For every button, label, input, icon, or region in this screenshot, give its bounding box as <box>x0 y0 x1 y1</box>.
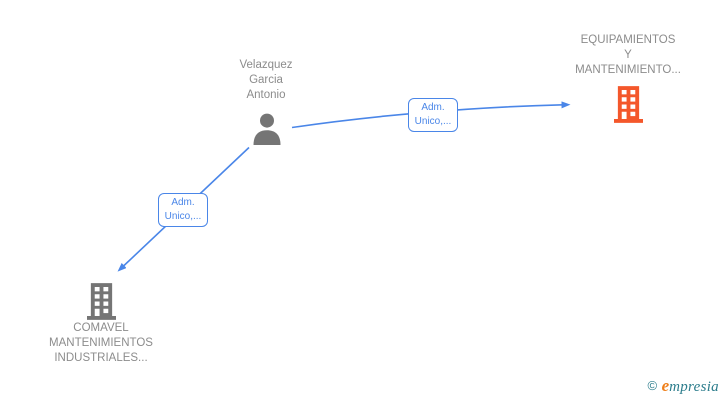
empresia-watermark: © empresia <box>648 376 719 396</box>
company-comavel-building-icon[interactable] <box>87 283 116 320</box>
company-comavel-line-2: MANTENIMIENTOS <box>49 337 153 349</box>
person-name-label[interactable]: Velazquez Garcia Antonio <box>191 58 341 103</box>
company-equipamientos-label[interactable]: EQUIPAMIENTOS Y MANTENIMIENTO... <box>553 33 703 78</box>
company-comavel-line-1: COMAVEL <box>73 322 129 334</box>
company-equipamientos-line-2: Y <box>624 49 632 61</box>
person-icon[interactable] <box>250 112 284 145</box>
brand-initial: e <box>661 376 670 395</box>
person-name-line-3: Antonio <box>246 89 286 101</box>
copyright-icon: © <box>647 378 658 393</box>
company-equipamientos-line-1: EQUIPAMIENTOS <box>580 34 676 46</box>
edge-label-line-2: Unico,... <box>164 211 202 222</box>
edge-label-line-1: Adm. <box>171 197 195 208</box>
person-name-line-1: Velazquez <box>239 59 293 71</box>
edge-label-line-2: Unico,... <box>414 116 452 127</box>
brand-rest: mpresia <box>669 379 719 395</box>
edge-label-adm-unico-equipamientos[interactable]: Adm. Unico,... <box>408 98 458 132</box>
edge-label-line-1: Adm. <box>421 102 445 113</box>
company-equipamientos-line-3: MANTENIMIENTO... <box>575 64 681 76</box>
edge-label-adm-unico-comavel[interactable]: Adm. Unico,... <box>158 193 208 227</box>
company-comavel-line-3: INDUSTRIALES... <box>54 352 148 364</box>
company-comavel-label[interactable]: COMAVEL MANTENIMIENTOS INDUSTRIALES... <box>26 321 176 366</box>
person-name-line-2: Garcia <box>249 74 283 86</box>
company-equipamientos-building-icon[interactable] <box>614 86 643 123</box>
